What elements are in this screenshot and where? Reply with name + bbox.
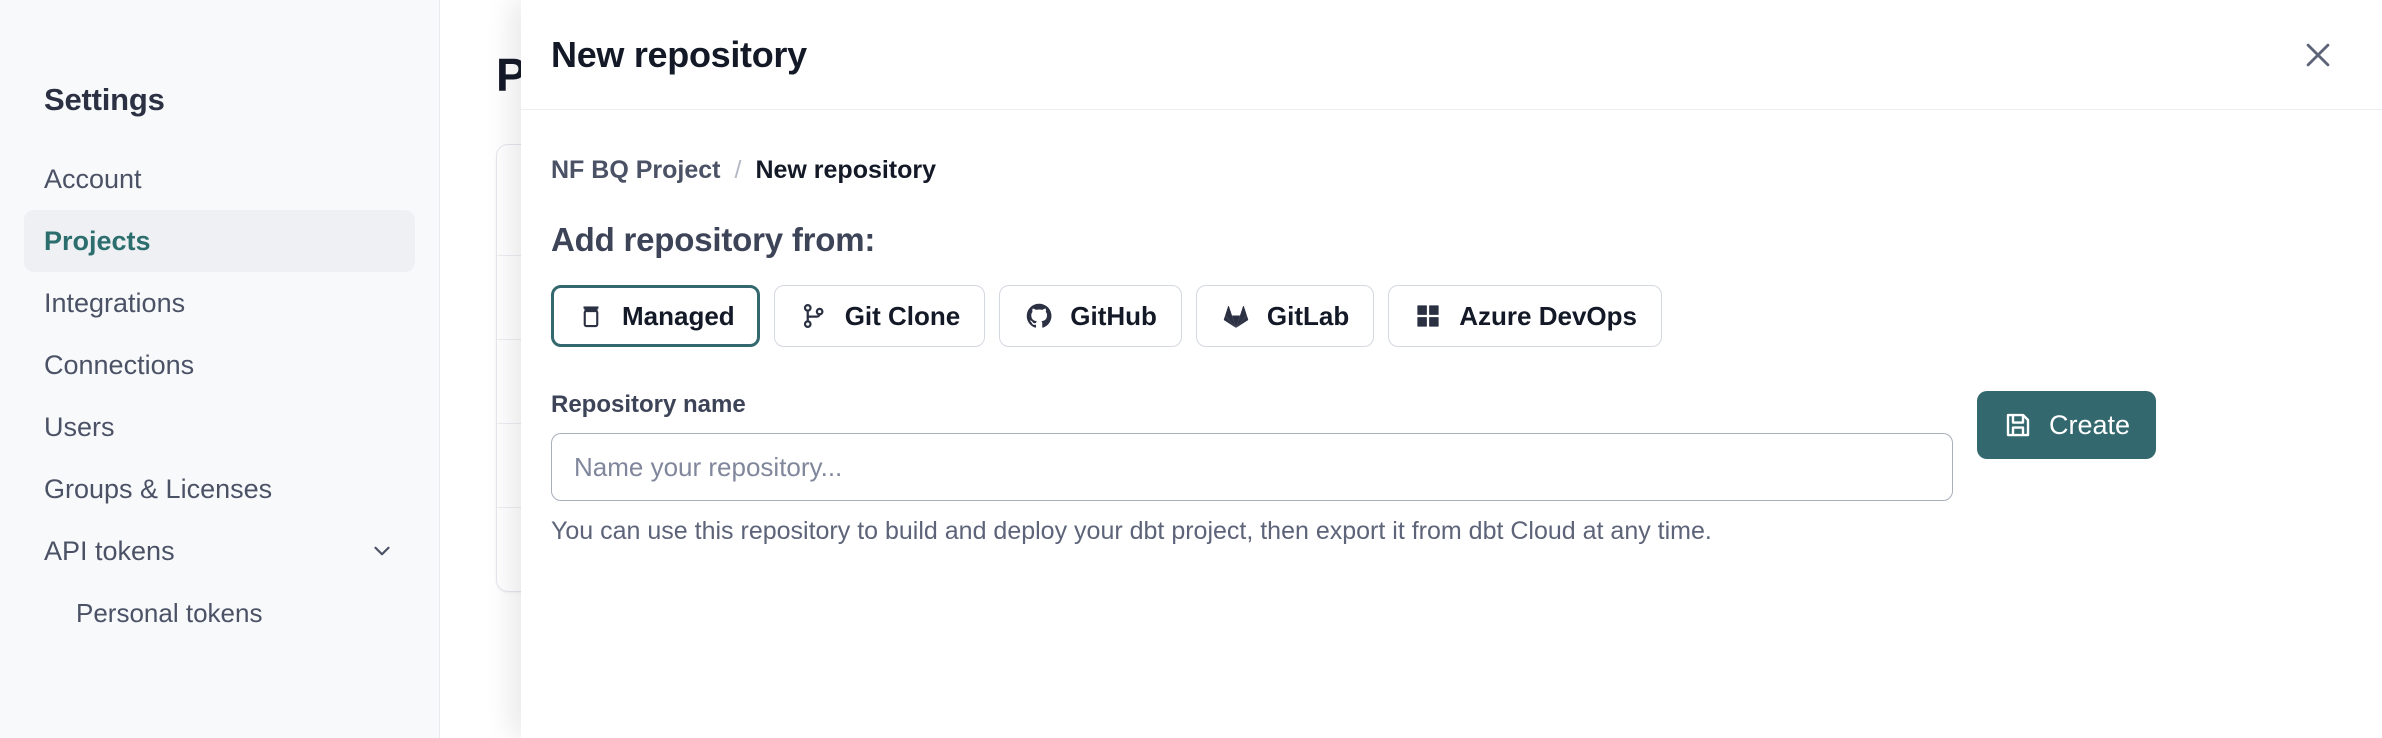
- save-icon: [2003, 410, 2033, 440]
- modal-header: New repository: [521, 0, 2382, 110]
- breadcrumb-current: New repository: [755, 156, 937, 184]
- close-icon[interactable]: [2290, 27, 2346, 83]
- repository-source-label: GitHub: [1070, 300, 1157, 331]
- breadcrumb-separator: /: [734, 156, 742, 184]
- sidebar-item-api-tokens[interactable]: API tokens: [24, 520, 415, 582]
- create-button[interactable]: Create: [1977, 391, 2157, 459]
- new-repository-modal: New repository NF BQ Project / New repos…: [521, 0, 2382, 738]
- sidebar-item-label: Integrations: [44, 287, 186, 318]
- repository-source-label: Managed: [622, 300, 735, 331]
- repository-helper-text: You can use this repository to build and…: [551, 517, 1712, 545]
- gitlab-icon: [1221, 301, 1251, 331]
- github-icon: [1024, 301, 1054, 331]
- sidebar-item-projects[interactable]: Projects: [24, 210, 415, 272]
- repository-name-group: Repository name You can use this reposit…: [551, 391, 1953, 546]
- repository-source-options: Managed Git Clone GitHub GitLab Azure DevOps: [551, 285, 2346, 347]
- sidebar-item-label: Account: [44, 163, 142, 194]
- sidebar-title: Settings: [44, 82, 165, 117]
- azure-devops-icon: [1413, 301, 1443, 331]
- sidebar-item-groups-licenses[interactable]: Groups & Licenses: [24, 458, 415, 520]
- sidebar-item-personal-tokens[interactable]: Personal tokens: [24, 582, 415, 644]
- repository-name-label: Repository name: [551, 391, 746, 418]
- git-branch-icon: [799, 301, 829, 331]
- repository-source-label: GitLab: [1266, 300, 1350, 331]
- sidebar-item-integrations[interactable]: Integrations: [24, 272, 415, 334]
- repository-source-git-clone[interactable]: Git Clone: [773, 285, 986, 347]
- repository-name-row: Repository name You can use this reposit…: [551, 391, 2346, 546]
- repository-source-managed[interactable]: Managed: [551, 285, 760, 347]
- breadcrumb: NF BQ Project / New repository: [551, 156, 2346, 185]
- sidebar-item-label: API tokens: [44, 535, 175, 566]
- create-button-label: Create: [2049, 409, 2131, 440]
- sidebar-item-label: Users: [44, 411, 115, 442]
- repository-source-gitlab[interactable]: GitLab: [1195, 285, 1375, 347]
- sidebar-item-account[interactable]: Account: [24, 148, 415, 210]
- repository-name-input[interactable]: [551, 433, 1953, 501]
- repository-source-label: Azure DevOps: [1459, 300, 1637, 331]
- sidebar-item-users[interactable]: Users: [24, 396, 415, 458]
- modal-body: NF BQ Project / New repository Add repos…: [521, 110, 2382, 738]
- breadcrumb-parent[interactable]: NF BQ Project: [551, 156, 721, 184]
- add-repository-heading: Add repository from:: [551, 221, 876, 258]
- repository-source-azure-devops[interactable]: Azure DevOps: [1388, 285, 1662, 347]
- database-icon: [576, 301, 606, 331]
- repository-source-label: Git Clone: [844, 300, 961, 331]
- sidebar-item-label: Projects: [44, 225, 151, 256]
- chevron-down-icon[interactable]: [369, 538, 395, 564]
- sidebar-item-connections[interactable]: Connections: [24, 334, 415, 396]
- repository-source-github[interactable]: GitHub: [999, 285, 1182, 347]
- sidebar-item-label: Connections: [44, 349, 195, 380]
- modal-title: New repository: [551, 33, 807, 75]
- sidebar-item-label: Personal tokens: [76, 597, 263, 628]
- sidebar-item-label: Groups & Licenses: [44, 473, 273, 504]
